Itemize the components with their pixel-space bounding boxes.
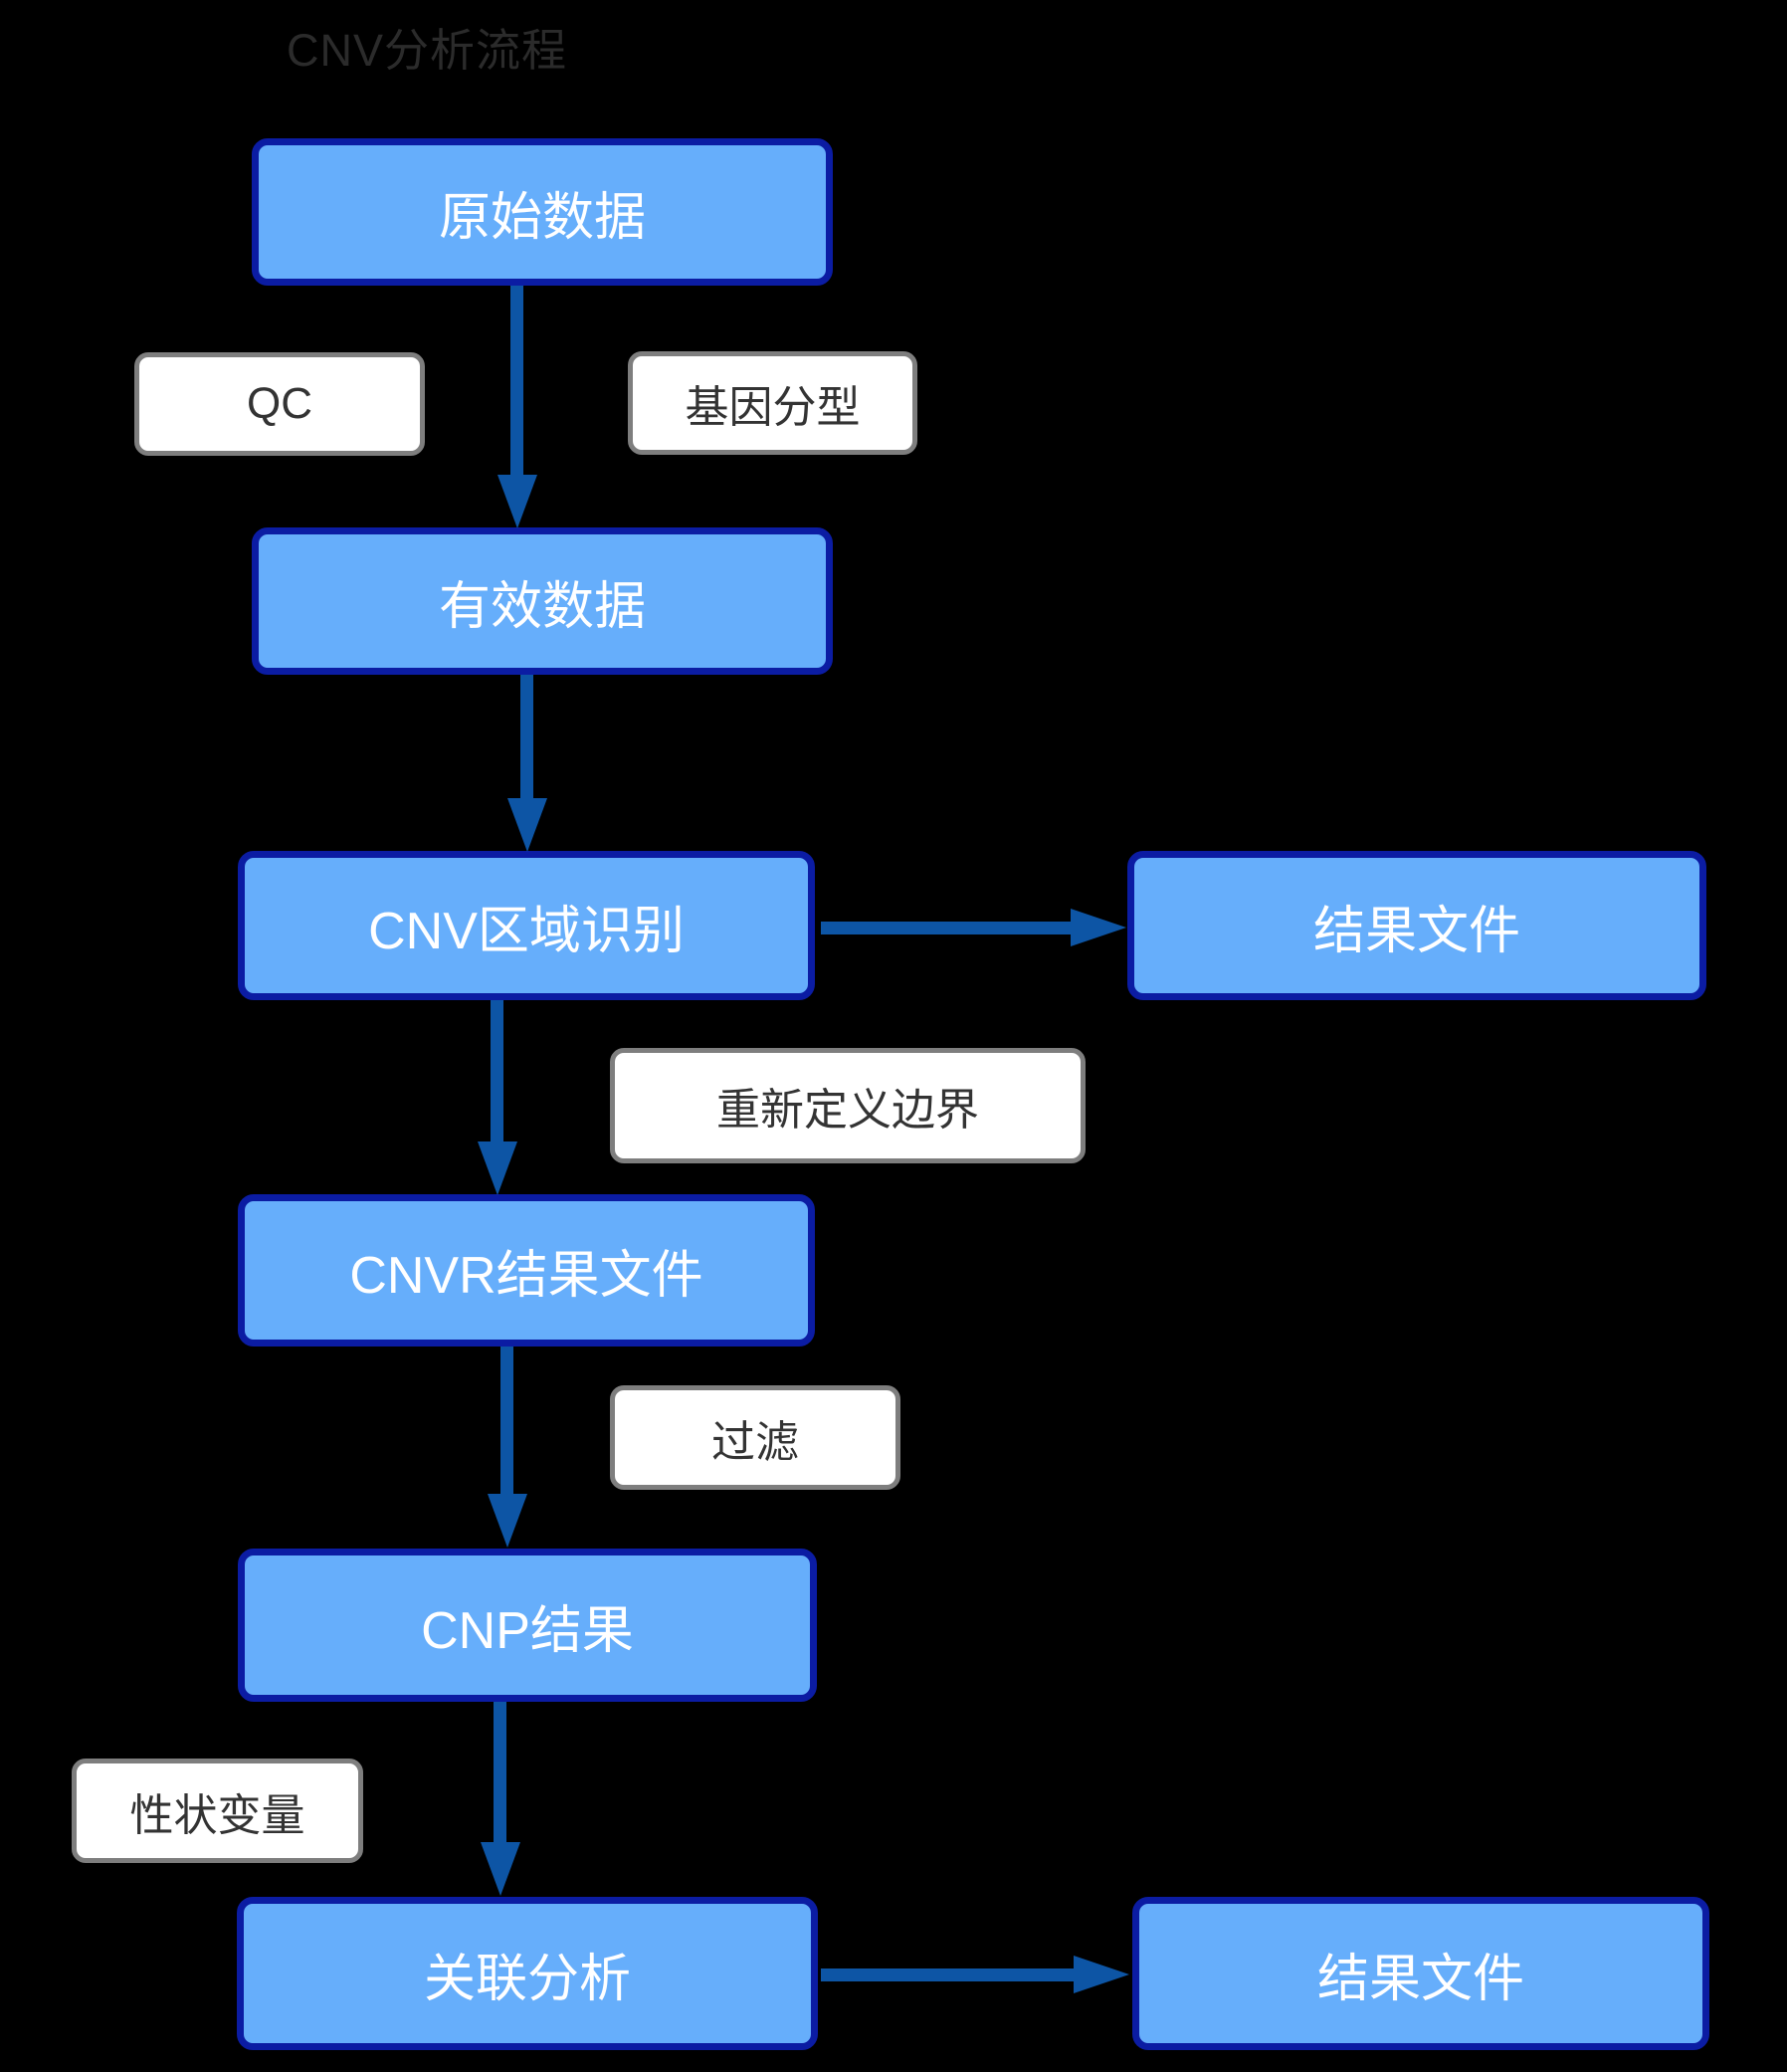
node-result-file-bottom: 结果文件 <box>1132 1897 1709 2050</box>
label-redefine-boundary-text: 重新定义边界 <box>716 1086 979 1135</box>
node-cnv-region-detection: CNV区域识别 <box>238 851 815 1000</box>
node-association-analysis-label: 关联分析 <box>423 1950 631 2008</box>
label-box-trait-variable: 性状变量 <box>72 1759 363 1863</box>
node-cnv-region-detection-label: CNV区域识别 <box>368 902 685 960</box>
diagram-title: CNV分析流程 <box>287 25 568 76</box>
arrow-raw-to-valid-stem <box>510 286 523 477</box>
node-association-analysis: 关联分析 <box>237 1897 818 2050</box>
arrow-valid-to-cnv-head-icon <box>507 798 547 852</box>
node-cnp-result: CNP结果 <box>238 1549 817 1702</box>
node-result-file-top: 结果文件 <box>1127 851 1706 1000</box>
arrow-cnp-to-assoc-stem <box>494 1702 506 1844</box>
label-box-qc: QC <box>134 352 425 456</box>
label-box-genotyping: 基因分型 <box>628 351 917 455</box>
label-box-redefine-boundary: 重新定义边界 <box>610 1048 1086 1163</box>
arrow-cnv-to-cnvr-stem <box>491 1000 503 1143</box>
node-cnvr-result-file-label: CNVR结果文件 <box>349 1247 703 1305</box>
arrow-raw-to-valid-head-icon <box>497 475 537 528</box>
arrow-cnv-to-result-head-icon <box>1071 909 1126 946</box>
node-raw-data-label: 原始数据 <box>438 188 646 247</box>
node-raw-data: 原始数据 <box>252 138 833 286</box>
arrow-cnv-to-cnvr-head-icon <box>478 1141 517 1195</box>
label-qc-text: QC <box>247 379 312 428</box>
node-valid-data: 有效数据 <box>252 527 833 675</box>
node-valid-data-label: 有效数据 <box>438 577 646 636</box>
arrow-cnvr-to-cnp-head-icon <box>488 1494 527 1548</box>
label-filter-text: 过滤 <box>711 1417 799 1467</box>
label-box-filter: 过滤 <box>610 1385 900 1490</box>
arrow-cnv-to-result-stem <box>821 922 1072 934</box>
node-cnvr-result-file: CNVR结果文件 <box>238 1194 815 1347</box>
node-cnp-result-label: CNP结果 <box>421 1601 634 1660</box>
arrow-assoc-to-result-stem <box>821 1968 1075 1981</box>
arrow-cnp-to-assoc-head-icon <box>481 1842 520 1896</box>
arrow-cnvr-to-cnp-stem <box>500 1347 513 1496</box>
arrow-assoc-to-result-head-icon <box>1074 1956 1129 1993</box>
node-result-file-bottom-label: 结果文件 <box>1316 1950 1524 2008</box>
label-genotyping-text: 基因分型 <box>685 383 861 432</box>
node-result-file-top-label: 结果文件 <box>1312 902 1520 960</box>
arrow-valid-to-cnv-stem <box>520 675 533 801</box>
label-trait-variable-text: 性状变量 <box>129 1790 305 1840</box>
